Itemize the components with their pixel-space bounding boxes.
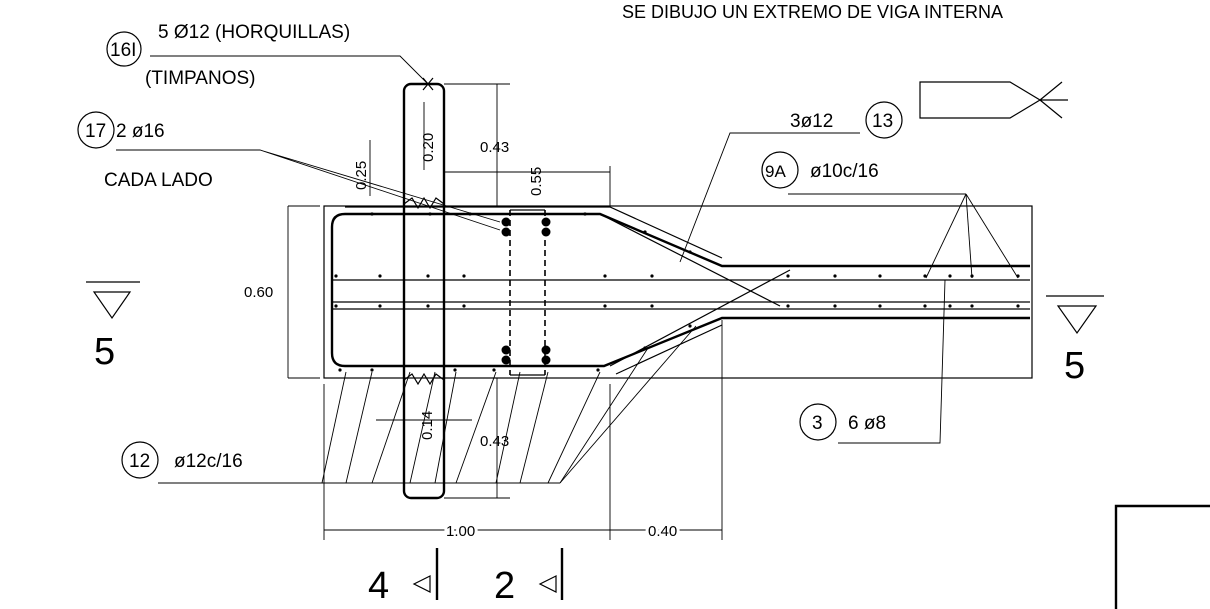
mark-3-text: 6 ø8 bbox=[848, 413, 886, 434]
mark-9a-text: ø10c/16 bbox=[810, 161, 879, 182]
dim-bot-043: 0.43 bbox=[480, 433, 509, 450]
mark-16-text: 5 Ø12 (HORQUILLAS) bbox=[158, 22, 350, 43]
dim-060: 0.60 bbox=[244, 284, 273, 301]
leader-12-lines bbox=[302, 325, 697, 484]
mark-13-number: 13 bbox=[872, 111, 893, 132]
dim-055: 0.55 bbox=[528, 167, 545, 196]
mark-17-circle bbox=[77, 111, 115, 149]
dim-020: 0.20 bbox=[420, 133, 437, 162]
leader-13-line bbox=[679, 132, 860, 263]
mark-12-circle bbox=[121, 441, 159, 479]
mark-12-text: ø12c/16 bbox=[174, 451, 243, 472]
drawing-note: SE DIBUJO UN EXTREMO DE VIGA INTERNA bbox=[622, 2, 1003, 22]
leader-17-line bbox=[116, 149, 501, 231]
weld-symbol bbox=[919, 81, 1068, 119]
dim-014: 0.14 bbox=[419, 411, 436, 440]
horquilla-hairpin bbox=[402, 82, 446, 500]
dim-top-043: 0.43 bbox=[480, 139, 509, 156]
mark-9a-circle bbox=[761, 151, 799, 189]
mark-17-text: 2 ø16 bbox=[116, 121, 165, 142]
dim-100: 1.00 bbox=[446, 523, 475, 540]
mark-17-number: 17 bbox=[85, 121, 106, 142]
mark-16-number: 16I bbox=[110, 40, 136, 61]
mark-16-circle bbox=[106, 31, 142, 67]
dimension-lines bbox=[287, 83, 723, 540]
frame-corner bbox=[1114, 504, 1210, 609]
dim-040: 0.40 bbox=[648, 523, 677, 540]
rebar-dots bbox=[334, 212, 1020, 372]
mark-3-number: 3 bbox=[812, 413, 823, 434]
section-mark-left: 5 bbox=[94, 331, 115, 373]
leader-9a-lines bbox=[788, 193, 1019, 279]
mark-12-number: 12 bbox=[129, 451, 150, 472]
mark-9a-number: 9A bbox=[765, 162, 786, 181]
mark-3-circle bbox=[799, 403, 837, 441]
section-mark-right: 5 bbox=[1064, 345, 1085, 387]
mark-13-circle bbox=[865, 101, 903, 139]
beam-outline bbox=[323, 205, 1033, 379]
mark-16-sub: (TIMPANOS) bbox=[145, 68, 255, 89]
dim-025: 0.25 bbox=[353, 161, 370, 190]
leader-16-line bbox=[150, 55, 429, 85]
mark-17-sub: CADA LADO bbox=[104, 170, 213, 191]
cut-mark-2: 2 bbox=[494, 565, 515, 607]
cut-mark-4: 4 bbox=[368, 565, 389, 607]
leader-3-line bbox=[838, 279, 946, 444]
mark-13-text: 3ø12 bbox=[790, 111, 833, 132]
